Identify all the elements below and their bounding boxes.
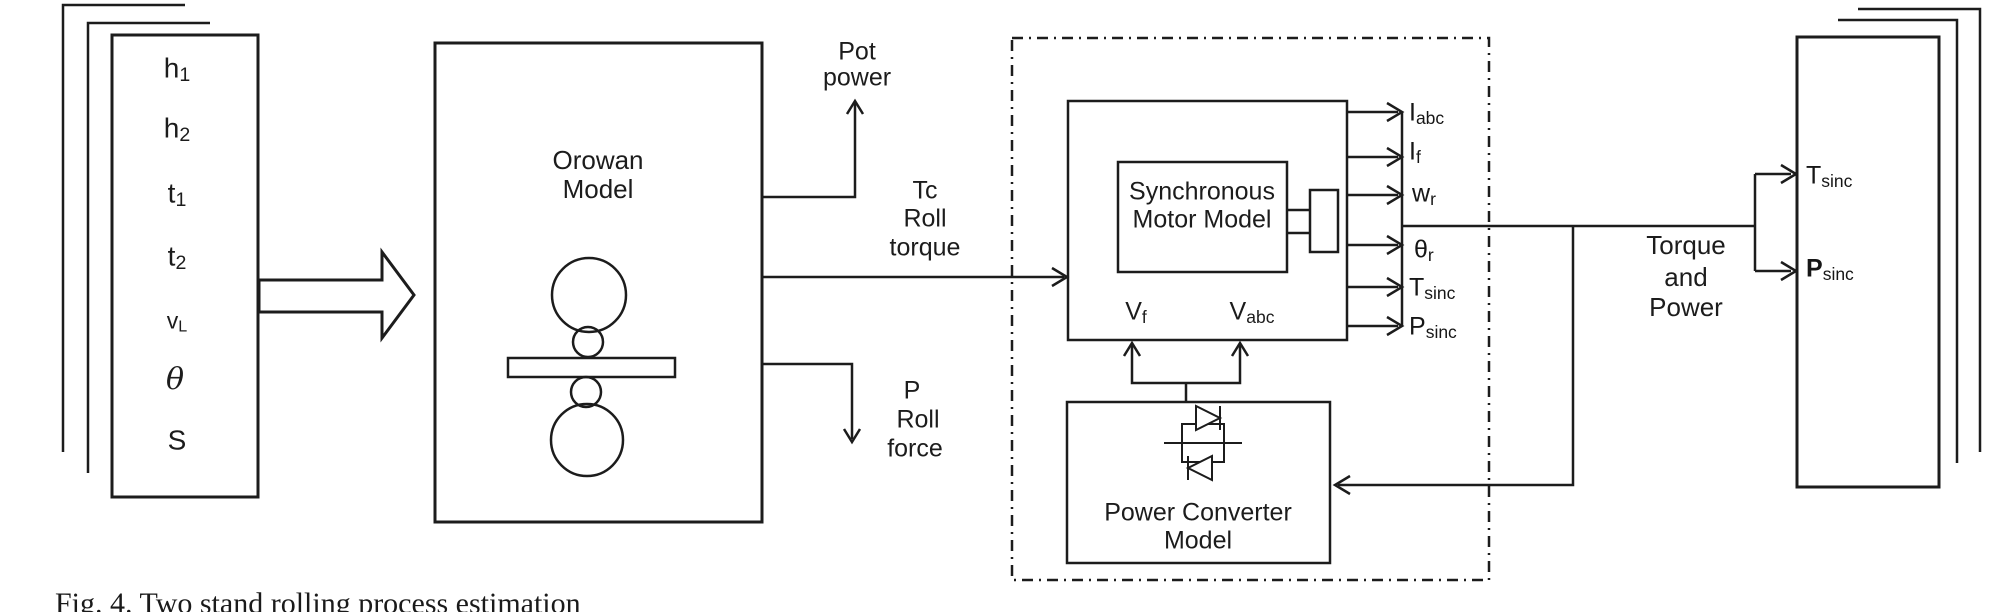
converter-box <box>1065 400 1332 565</box>
converter-title-line2: Model <box>1163 526 1233 555</box>
input-theta-label: θ <box>165 362 185 398</box>
input-t1-label: t1 <box>167 177 187 211</box>
roll-force-label-line1: P <box>903 376 921 405</box>
motor-box <box>1066 99 1349 342</box>
output-wr-label: wr <box>1412 179 1436 209</box>
roll-force-label-line2: Roll <box>896 405 940 434</box>
vabc-label: Vabc <box>1229 297 1275 327</box>
roll-force-label-line3: force <box>887 434 943 463</box>
shaft-box <box>1287 188 1340 254</box>
output-page-stack-line-outer <box>1858 7 1982 452</box>
thyristor-icon <box>1164 404 1242 482</box>
pot-power-label-line2: power <box>822 63 892 92</box>
roll-torque-label-line3: torque <box>889 233 961 262</box>
motor-output-arrows <box>1347 101 1405 337</box>
input-page-stack-line-inner <box>86 21 210 473</box>
orowan-box <box>433 41 764 524</box>
roll-torque-arrow <box>762 266 1070 288</box>
vf-vabc-arrows <box>1122 340 1250 402</box>
output-tsinc-label: Tsinc <box>1409 273 1456 303</box>
roll-torque-label-line2: Roll <box>903 204 947 233</box>
block-arrow-icon <box>257 247 416 343</box>
torque-power-label-line1: Torque <box>1646 230 1726 260</box>
drive-dashed-box <box>1010 36 1491 582</box>
motor-title-line2: Motor Model <box>1132 205 1272 234</box>
input-stack-box <box>110 33 260 499</box>
roll-stack-icon <box>506 256 677 478</box>
converter-title-line1: Power Converter <box>1104 498 1292 527</box>
output-thetar-label: θr <box>1414 235 1434 265</box>
orowan-title-line1: Orowan <box>552 145 644 175</box>
stack-psinc-label: Psinc <box>1806 254 1854 284</box>
input-page-stack-line-outer <box>61 3 185 452</box>
motor-inner-box <box>1116 160 1289 274</box>
roll-force-arrow <box>762 362 862 445</box>
output-branch-bracket <box>1753 163 1799 282</box>
roll-torque-label-line1: Tc <box>912 176 938 205</box>
input-h2-label: h2 <box>163 112 191 146</box>
vf-label: Vf <box>1125 297 1147 327</box>
output-psinc-label: Psinc <box>1409 312 1457 342</box>
pot-power-label-line1: Pot <box>838 37 876 66</box>
input-vl-label: vL <box>166 307 188 336</box>
output-stack-box <box>1795 35 1941 489</box>
input-t2-label: t2 <box>167 240 187 274</box>
stack-tsinc-label: Tsinc <box>1806 161 1853 191</box>
orowan-title-line2: Model <box>562 174 634 204</box>
output-page-stack-line-inner <box>1838 18 1959 463</box>
input-s-label: S <box>167 424 187 456</box>
figure-caption: Fig. 4. Two stand rolling process estima… <box>55 587 581 612</box>
motor-title-line1: Synchronous <box>1129 177 1275 206</box>
torque-power-label-line2: and <box>1664 262 1708 292</box>
torque-power-label-line3: Power <box>1649 292 1723 322</box>
input-h1-label: h1 <box>163 52 191 86</box>
output-iabc-label: Iabc <box>1409 98 1445 128</box>
pot-power-arrow <box>762 98 865 199</box>
output-if-label: If <box>1409 137 1421 167</box>
feedback-line <box>1332 226 1575 496</box>
